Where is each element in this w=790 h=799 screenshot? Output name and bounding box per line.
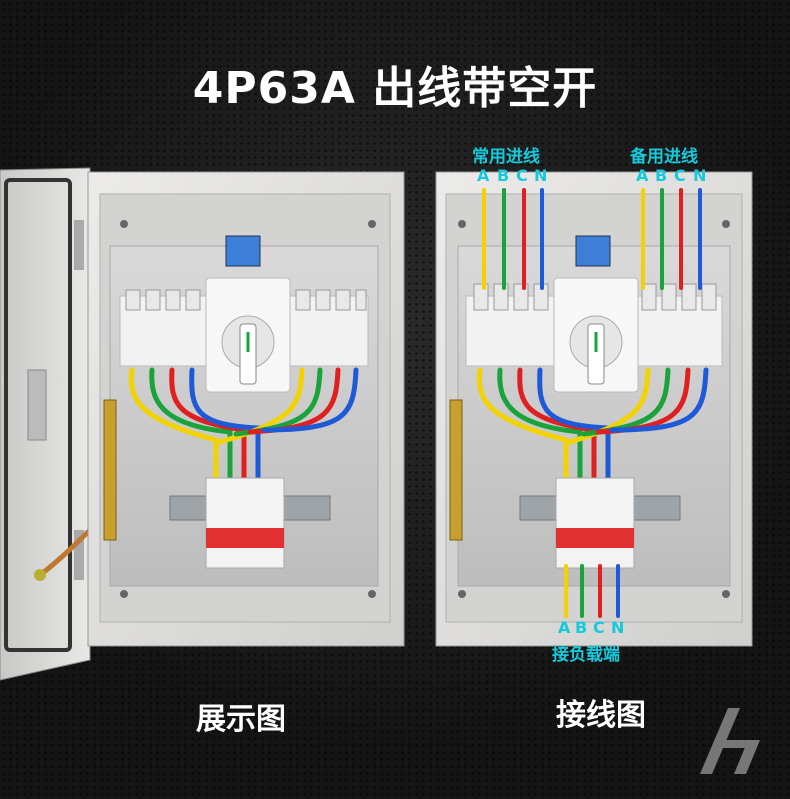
backup-phase-c: C xyxy=(674,166,687,185)
common-phase-a: A xyxy=(477,166,491,185)
load-phase-a: A xyxy=(558,618,572,637)
wiring-cabinet xyxy=(435,171,753,647)
backup-input-label: 备用进线 xyxy=(630,147,698,167)
display-cabinet xyxy=(0,167,405,681)
page-title: 4P63A 出线带空开 xyxy=(192,63,598,114)
common-phase-c: C xyxy=(516,166,529,185)
backup-phase-a: A xyxy=(636,166,650,185)
corner-logo-icon xyxy=(700,708,760,774)
load-phase-n: N xyxy=(611,618,626,637)
common-phase-n: N xyxy=(534,166,549,185)
backup-phase-n: N xyxy=(693,166,708,185)
backup-phase-b: B xyxy=(655,166,669,185)
load-phase-c: C xyxy=(593,618,606,637)
common-phase-b: B xyxy=(497,166,511,185)
wiring-caption: 接线图 xyxy=(556,698,646,733)
common-input-label: 常用进线 xyxy=(472,147,540,167)
display-caption: 展示图 xyxy=(196,702,286,737)
load-phase-b: B xyxy=(575,618,589,637)
switch-handle-icon xyxy=(239,323,257,385)
load-output-label: 接负载端 xyxy=(552,645,620,665)
